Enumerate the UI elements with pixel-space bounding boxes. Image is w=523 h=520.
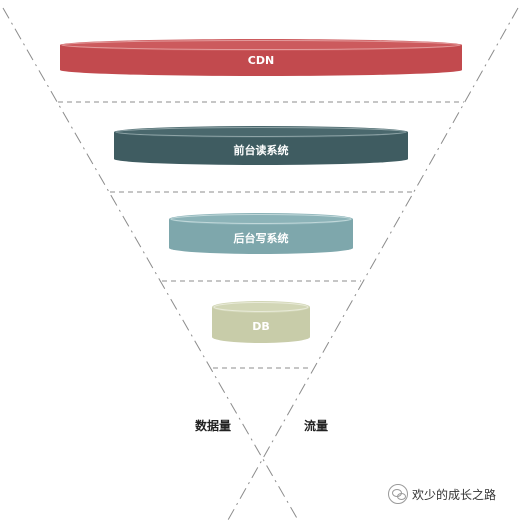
funnel-left-edge — [2, 7, 299, 520]
data-volume-label: 数据量 — [195, 418, 231, 433]
funnel-right-edge — [227, 7, 519, 520]
layer-db: DB — [212, 301, 310, 343]
layer-frontend-read: 前台读系统 — [114, 126, 408, 165]
layer-backend-write: 后台写系统 — [169, 213, 353, 254]
watermark-text: 欢少的成长之路 — [412, 487, 497, 502]
watermark: 欢少的成长之路 — [388, 484, 496, 504]
layer-frontend-read-label: 前台读系统 — [234, 143, 289, 157]
layer-backend-write-label: 后台写系统 — [234, 231, 289, 245]
traffic-label: 流量 — [304, 418, 328, 433]
layer-db-label: DB — [252, 320, 270, 333]
layer-cdn-label: CDN — [248, 54, 274, 67]
wechat-icon — [388, 484, 408, 504]
layer-cdn: CDN — [60, 39, 462, 76]
